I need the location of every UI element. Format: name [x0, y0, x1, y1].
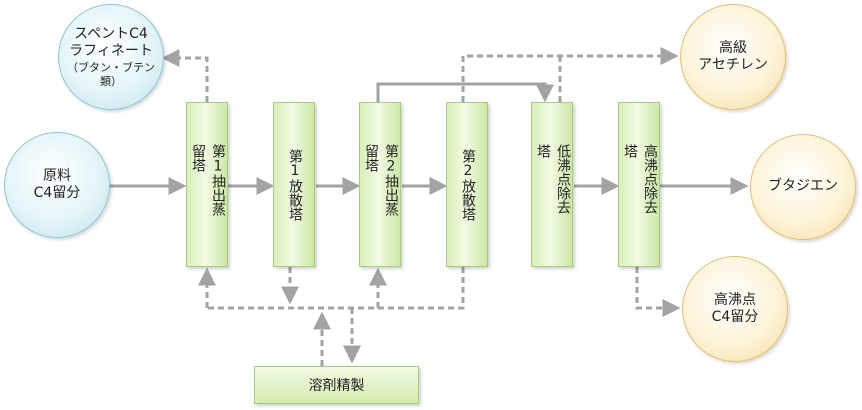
solvent-purification-label: 溶剤精製	[308, 378, 365, 394]
arrow-tower1-to-spent	[161, 49, 209, 102]
tower-1st-stripper: 第1放散塔	[273, 102, 315, 267]
tower-label: 第1抽出蒸留塔	[190, 143, 226, 216]
spent-c4-line1: スペントC4	[74, 25, 148, 42]
heavy-c4-line2: C4留分	[711, 309, 759, 325]
tower-light-ends-removal: 低沸点除去塔	[531, 102, 573, 267]
feed-c4-node: 原料 C4留分	[4, 132, 110, 238]
tower-2nd-stripper: 第2放散塔	[446, 102, 488, 267]
heavy-c4-line1: 高沸点	[714, 291, 756, 308]
acetylene-line1: 高級	[719, 39, 747, 56]
tower-label: 第1放散塔	[287, 148, 303, 221]
tower-2nd-extractive-distillation: 第2抽出蒸留塔	[359, 102, 401, 267]
spent-c4-line2: ラフィネート	[69, 43, 153, 60]
tower-label: 第2抽出蒸留塔	[363, 143, 399, 216]
feed-line1: 原料	[43, 167, 71, 184]
tower-heavy-ends-removal: 高沸点除去塔	[618, 102, 660, 267]
butadiene-line1: ブタジエン	[768, 178, 838, 195]
heavy-c4-node: 高沸点 C4留分	[682, 256, 788, 362]
tower-label: 低沸点除去塔	[535, 143, 571, 214]
tower-label: 高沸点除去塔	[622, 143, 658, 214]
tower-label: 第2放散塔	[460, 148, 476, 221]
feed-line2: C4留分	[33, 185, 81, 201]
arrow-tower4-to-acetylene	[461, 47, 679, 102]
tower-1st-extractive-distillation: 第1抽出蒸留塔	[186, 102, 228, 267]
solvent-purification-box: 溶剤精製	[254, 366, 419, 404]
butadiene-node: ブタジエン	[750, 134, 856, 240]
acetylene-line2: アセチレン	[698, 57, 768, 73]
spent-c4-line3: （ブタン・ブテン類）	[67, 60, 155, 88]
arrow-tower6-to-heavy	[635, 267, 681, 317]
arrow-tower3-to-tower5	[376, 82, 554, 103]
solvent-return-bus	[207, 267, 465, 310]
acetylene-node: 高級 アセチレン	[680, 4, 786, 110]
spent-c4-raffinate-node: スペントC4 ラフィネート （ブタン・ブテン類）	[58, 4, 164, 110]
